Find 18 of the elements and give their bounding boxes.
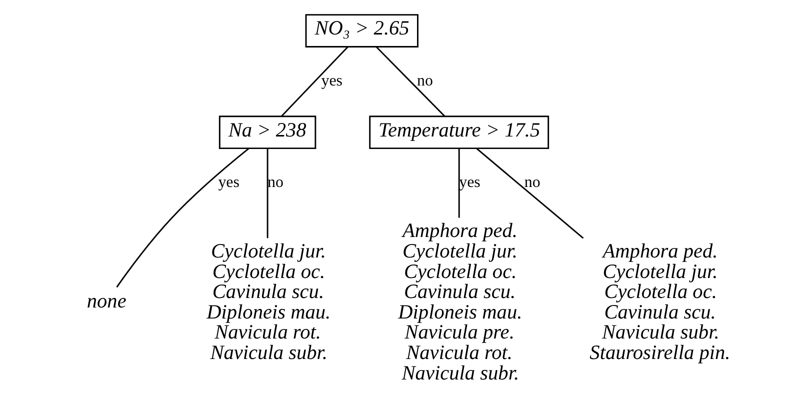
edge-label: yes [320, 72, 342, 90]
edge-label: yes [218, 174, 239, 191]
node-box: Temperature > 17.5 [368, 115, 549, 149]
connector [280, 46, 348, 116]
connector [266, 148, 268, 238]
connector [375, 46, 445, 116]
node-box: Na > 238 [218, 115, 316, 149]
node-text: Cyclotella jur. Cyclotella oc. Cavinula scu. Diploneis mau. Navicula rot. Navicula subr. [206, 240, 330, 364]
connector [116, 147, 249, 288]
node-text: Amphora ped. Cyclotella jur. Cyclotella oc. Cavinula scu. Diploneis mau. Navicula pre. Navicula rot. Navicula subr. [398, 220, 522, 384]
connector [476, 148, 584, 238]
node-text: none [86, 290, 126, 312]
node-box: NO₃ > 2.65 [304, 14, 418, 47]
node-text: Amphora ped. Cyclotella jur. Cyclotella oc. Cavinula scu. Navicula subr. Staurosirella pin. [589, 240, 730, 364]
edge-label: no [267, 174, 283, 191]
edge-label: no [416, 72, 432, 90]
connector [458, 148, 460, 218]
edge-label: no [524, 174, 540, 191]
